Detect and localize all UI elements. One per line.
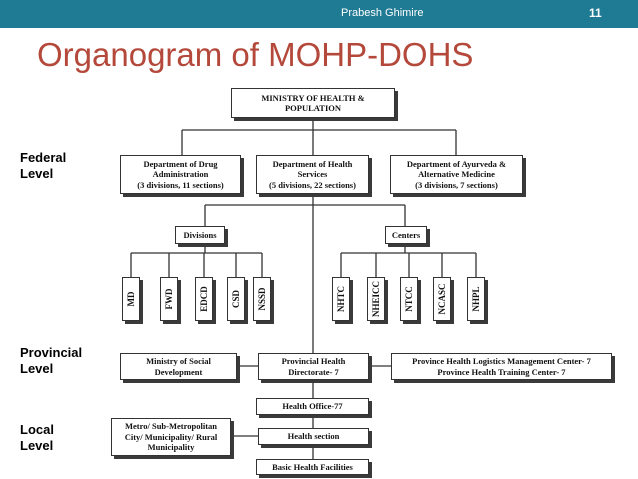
author-name: Prabesh Ghimire	[341, 7, 424, 19]
node-center-ntcc-label: NTCC	[404, 286, 414, 312]
label-provincial-level: Provincial Level	[20, 345, 83, 376]
node-ministry-social-development: Ministry of Social Development	[120, 353, 237, 380]
node-division-md: MD	[122, 277, 140, 321]
node-dept-drug-administration-label: Department of Drug Administration (3 div…	[137, 158, 224, 190]
node-division-md-label: MD	[126, 291, 136, 307]
node-division-edcd-label: EDCD	[199, 286, 209, 312]
node-division-csd-label: CSD	[231, 289, 241, 309]
node-centers: Centers	[385, 226, 427, 244]
node-centers-label: Centers	[391, 229, 421, 240]
node-province-centers: Province Health Logistics Management Cen…	[391, 353, 612, 380]
slide-number: 11	[589, 6, 602, 20]
node-provincial-health-directorate: Provincial Health Directorate- 7	[258, 353, 369, 380]
node-division-edcd: EDCD	[195, 277, 213, 321]
node-center-nhpl-label: NHPL	[471, 286, 481, 312]
node-ministry: MINISTRY OF HEALTH & POPULATION	[231, 88, 395, 118]
label-federal-level: Federal Level	[20, 150, 67, 181]
node-center-ncasc-label: NCASC	[437, 283, 447, 315]
node-municipality-label: Metro/ Sub-Metropolitan City/ Municipali…	[124, 421, 218, 453]
node-basic-health-facilities-label: Basic Health Facilities	[272, 461, 353, 472]
node-center-nheicc: NHEICC	[367, 277, 385, 321]
node-municipality: Metro/ Sub-Metropolitan City/ Municipali…	[111, 418, 231, 456]
node-basic-health-facilities: Basic Health Facilities	[256, 459, 369, 475]
node-dept-health-services: Department of Health Services (5 divisio…	[256, 155, 369, 194]
node-divisions: Divisions	[175, 226, 225, 244]
node-center-nhtc: NHTC	[332, 277, 350, 321]
node-dept-ayurveda-label: Department of Ayurveda & Alternative Med…	[406, 158, 507, 190]
node-health-section-label: Health section	[287, 431, 340, 442]
label-local-level: Local Level	[20, 422, 54, 453]
node-center-ntcc: NTCC	[400, 277, 418, 321]
node-health-office: Health Office-77	[256, 398, 369, 415]
node-center-nhpl: NHPL	[467, 277, 485, 321]
node-division-csd: CSD	[227, 277, 245, 321]
node-province-centers-label: Province Health Logistics Management Cen…	[412, 356, 591, 377]
node-ministry-social-development-label: Ministry of Social Development	[146, 356, 211, 377]
node-divisions-label: Divisions	[183, 229, 217, 240]
node-provincial-health-directorate-label: Provincial Health Directorate- 7	[281, 356, 346, 377]
node-division-nssd: NSSD	[253, 277, 271, 321]
node-dept-ayurveda: Department of Ayurveda & Alternative Med…	[390, 155, 523, 194]
header-bar: Prabesh Ghimire 11	[0, 0, 638, 28]
node-center-nheicc-label: NHEICC	[371, 280, 381, 318]
node-health-section: Health section	[258, 428, 369, 445]
slide-title: Organogram of MOHP-DOHS	[37, 36, 474, 73]
node-division-fwd: FWD	[160, 277, 178, 321]
node-ministry-label: MINISTRY OF HEALTH & POPULATION	[261, 92, 365, 114]
node-dept-health-services-label: Department of Health Services (5 divisio…	[269, 158, 356, 190]
node-dept-drug-administration: Department of Drug Administration (3 div…	[120, 155, 241, 194]
node-division-fwd-label: FWD	[164, 288, 174, 310]
node-division-nssd-label: NSSD	[257, 287, 267, 311]
node-center-ncasc: NCASC	[433, 277, 451, 321]
node-health-office-label: Health Office-77	[282, 401, 343, 412]
node-center-nhtc-label: NHTC	[336, 285, 346, 313]
